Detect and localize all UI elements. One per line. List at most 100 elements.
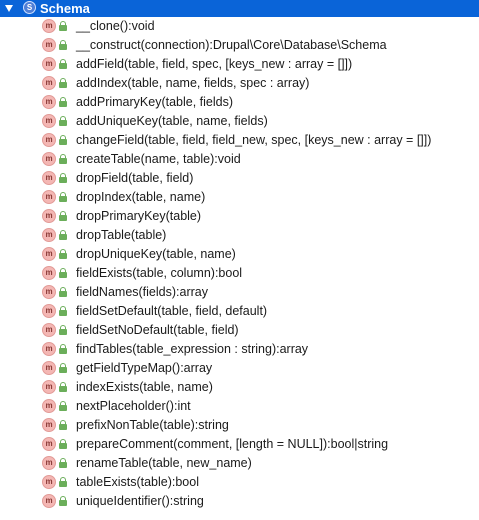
public-lock-icon (59, 135, 70, 146)
member-signature: fieldNames(fields):array (76, 285, 208, 299)
member-row[interactable]: m dropUniqueKey(table, name) (0, 245, 479, 264)
member-signature: dropUniqueKey(table, name) (76, 247, 236, 261)
member-row[interactable]: m prefixNonTable(table):string (0, 416, 479, 435)
member-signature: dropPrimaryKey(table) (76, 209, 202, 223)
member-row[interactable]: m createTable(name, table):void (0, 150, 479, 169)
member-signature: prepareComment(comment, [length = NULL])… (76, 437, 389, 451)
member-signature: uniqueIdentifier():string (76, 494, 204, 508)
member-signature: changeField(table, field, field_new, spe… (76, 133, 432, 147)
member-signature: addUniqueKey(table, name, fields) (76, 114, 268, 128)
method-icon: m (42, 342, 56, 356)
method-icon: m (42, 304, 56, 318)
public-lock-icon (59, 401, 70, 412)
public-lock-icon (59, 40, 70, 51)
public-lock-icon (59, 420, 70, 431)
class-name: Schema (40, 1, 90, 16)
method-icon: m (42, 38, 56, 52)
member-row[interactable]: m uniqueIdentifier():string (0, 492, 479, 511)
public-lock-icon (59, 230, 70, 241)
expand-arrow-icon[interactable] (5, 5, 13, 12)
method-icon: m (42, 361, 56, 375)
method-icon: m (42, 437, 56, 451)
method-icon: m (42, 247, 56, 261)
member-row[interactable]: m __construct(connection):Drupal\Core\Dat… (0, 36, 479, 55)
class-node-schema[interactable]: S Schema (0, 0, 479, 17)
public-lock-icon (59, 173, 70, 184)
method-icon: m (42, 475, 56, 489)
member-signature: __construct(connection):Drupal\Core\Data… (76, 38, 387, 52)
member-row[interactable]: m addPrimaryKey(table, fields) (0, 93, 479, 112)
public-lock-icon (59, 496, 70, 507)
public-lock-icon (59, 287, 70, 298)
method-icon: m (42, 190, 56, 204)
member-row[interactable]: m changeField(table, field, field_new, sp… (0, 131, 479, 150)
method-icon: m (42, 418, 56, 432)
public-lock-icon (59, 154, 70, 165)
member-row[interactable]: m fieldNames(fields):array (0, 283, 479, 302)
public-lock-icon (59, 249, 70, 260)
public-lock-icon (59, 458, 70, 469)
member-signature: renameTable(table, new_name) (76, 456, 252, 470)
method-icon: m (42, 209, 56, 223)
public-lock-icon (59, 211, 70, 222)
public-lock-icon (59, 439, 70, 450)
member-signature: dropTable(table) (76, 228, 167, 242)
member-signature: __clone():void (76, 19, 155, 33)
public-lock-icon (59, 477, 70, 488)
method-icon: m (42, 323, 56, 337)
member-row[interactable]: m __clone():void (0, 17, 479, 36)
public-lock-icon (59, 306, 70, 317)
method-icon: m (42, 19, 56, 33)
member-row[interactable]: m prepareComment(comment, [length = NULL]… (0, 435, 479, 454)
member-signature: createTable(name, table):void (76, 152, 241, 166)
member-signature: addField(table, field, spec, [keys_new :… (76, 57, 353, 71)
method-icon: m (42, 494, 56, 508)
method-icon: m (42, 285, 56, 299)
member-row[interactable]: m dropPrimaryKey(table) (0, 207, 479, 226)
member-row[interactable]: m getFieldTypeMap():array (0, 359, 479, 378)
member-signature: addIndex(table, name, fields, spec : arr… (76, 76, 310, 90)
member-row[interactable]: m fieldSetDefault(table, field, default) (0, 302, 479, 321)
public-lock-icon (59, 21, 70, 32)
method-icon: m (42, 171, 56, 185)
member-signature: fieldSetNoDefault(table, field) (76, 323, 239, 337)
member-row[interactable]: m addIndex(table, name, fields, spec : ar… (0, 74, 479, 93)
public-lock-icon (59, 382, 70, 393)
method-icon: m (42, 76, 56, 90)
member-signature: prefixNonTable(table):string (76, 418, 229, 432)
public-lock-icon (59, 116, 70, 127)
method-icon: m (42, 133, 56, 147)
public-lock-icon (59, 59, 70, 70)
member-row[interactable]: m fieldSetNoDefault(table, field) (0, 321, 479, 340)
public-lock-icon (59, 363, 70, 374)
member-signature: nextPlaceholder():int (76, 399, 191, 413)
public-lock-icon (59, 325, 70, 336)
method-icon: m (42, 95, 56, 109)
public-lock-icon (59, 268, 70, 279)
member-signature: addPrimaryKey(table, fields) (76, 95, 234, 109)
member-signature: fieldSetDefault(table, field, default) (76, 304, 268, 318)
member-row[interactable]: m indexExists(table, name) (0, 378, 479, 397)
member-row[interactable]: m dropField(table, field) (0, 169, 479, 188)
method-icon: m (42, 228, 56, 242)
public-lock-icon (59, 192, 70, 203)
public-lock-icon (59, 78, 70, 89)
member-signature: indexExists(table, name) (76, 380, 213, 394)
member-signature: getFieldTypeMap():array (76, 361, 213, 375)
member-signature: dropField(table, field) (76, 171, 194, 185)
member-row[interactable]: m findTables(table_expression : string):a… (0, 340, 479, 359)
member-signature: fieldExists(table, column):bool (76, 266, 243, 280)
member-signature: findTables(table_expression : string):ar… (76, 342, 309, 356)
method-icon: m (42, 380, 56, 394)
member-row[interactable]: m dropTable(table) (0, 226, 479, 245)
method-icon: m (42, 152, 56, 166)
public-lock-icon (59, 97, 70, 108)
